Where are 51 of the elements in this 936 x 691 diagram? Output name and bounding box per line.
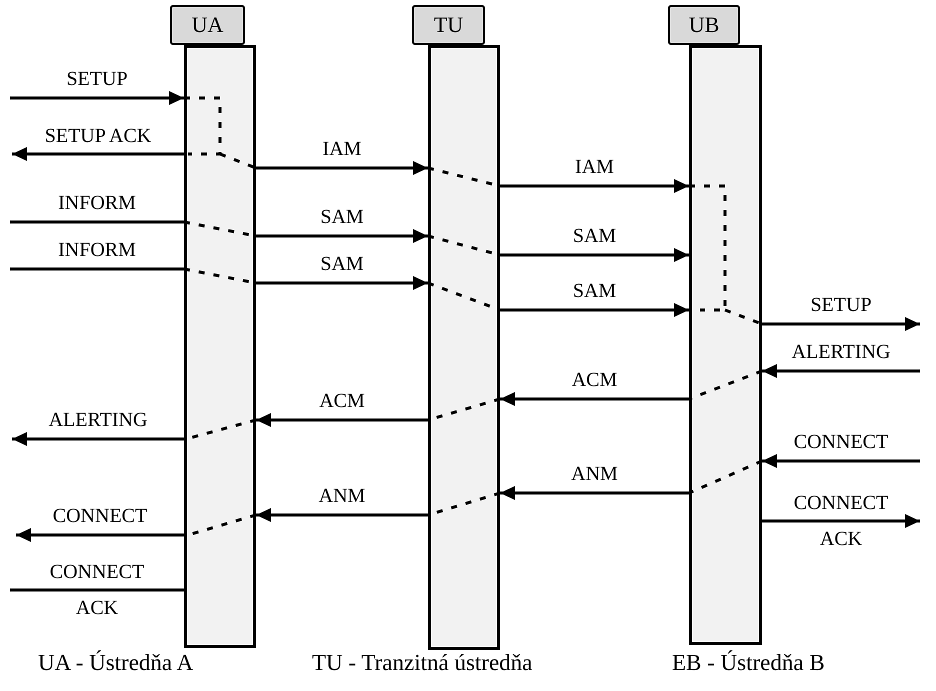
message-label: SETUP — [66, 68, 128, 90]
arrow — [12, 432, 184, 446]
message-label: CONNECT ACK — [48, 560, 146, 621]
message-label: SAM — [320, 206, 364, 228]
abbreviation-note: UA - Ústredňa A — [38, 650, 194, 676]
message-label: INFORM — [58, 239, 136, 261]
arrow — [256, 413, 428, 427]
entity-box: TU — [412, 5, 485, 45]
message-label: ACM — [572, 369, 618, 391]
message-label: IAM — [575, 156, 614, 178]
lifeline-bar — [428, 45, 500, 650]
message-label: CONNECT — [52, 505, 148, 527]
arrow — [256, 229, 428, 243]
arrow — [256, 276, 428, 290]
message-label: ALERTING — [792, 341, 890, 363]
arrow — [762, 454, 920, 468]
message-label: SETUP — [810, 294, 872, 316]
message-label: SETUP ACK — [44, 124, 152, 149]
message-label: ACM — [319, 390, 365, 412]
line — [10, 588, 184, 592]
entity-box: UA — [170, 5, 245, 45]
message-label: SAM — [320, 253, 364, 275]
arrow — [256, 508, 428, 522]
message-label: CONNECT ACK — [792, 491, 890, 552]
message-label: ALERTING — [48, 409, 148, 431]
message-label: SAM — [572, 280, 616, 302]
entity-box: UB — [668, 5, 740, 45]
arrow — [500, 179, 689, 193]
message-label: ANM — [318, 485, 366, 507]
arrow — [500, 303, 689, 317]
message-label: IAM — [322, 138, 362, 160]
arrow — [16, 528, 184, 542]
lifeline-bar — [184, 45, 256, 648]
message-label: INFORM — [58, 192, 136, 214]
line — [10, 268, 184, 270]
message-label: ANM — [571, 463, 618, 485]
arrow — [256, 161, 428, 175]
line — [10, 220, 184, 224]
arrow — [762, 364, 920, 378]
arrow — [762, 317, 920, 331]
arrow — [12, 147, 184, 161]
message-label: SAM — [572, 225, 616, 247]
lifeline-bar — [689, 45, 762, 645]
arrow — [10, 91, 184, 105]
message-label: CONNECT — [794, 431, 888, 453]
arrow — [500, 248, 689, 262]
abbreviation-note: EB - Ústredňa B — [672, 650, 825, 676]
arrow — [500, 486, 689, 500]
arrow — [500, 392, 689, 406]
arrow — [762, 514, 920, 528]
abbreviation-note: TU - Tranzitná ústredňa — [312, 650, 532, 676]
